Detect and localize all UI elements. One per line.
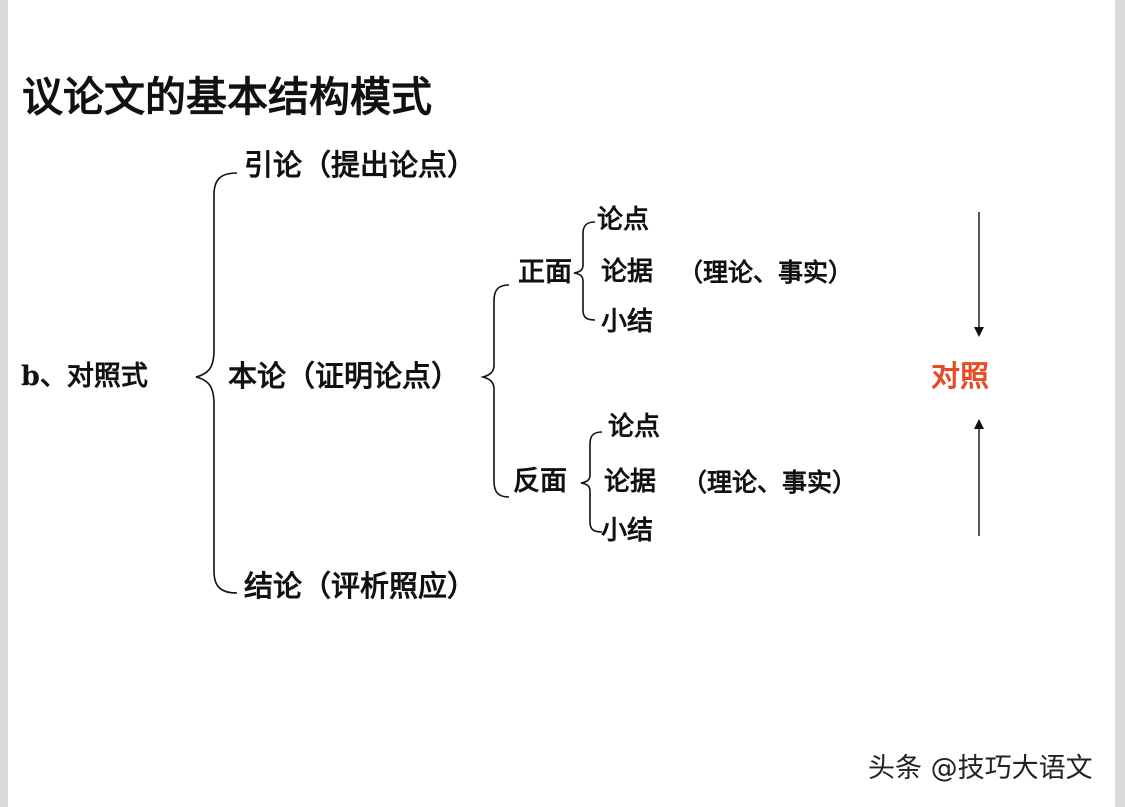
conclusion-label: 结论（评析照应） [244,569,477,603]
root-brace [195,172,238,594]
negative-evidence: 论据 [604,467,657,497]
negative-evidence-note: （理论、事实） [682,468,858,497]
diagram-lines [195,172,984,594]
watermark: 头条 @技巧大语文 [868,753,1093,784]
body-label: 本论（证明论点） [228,359,461,393]
negative-point: 论点 [608,412,661,442]
page-title: 议论文的基本结构模式 [22,73,432,121]
negative-label: 反面 [513,466,567,497]
contrast-label: 对照 [931,359,990,393]
negative-summary: 小结 [601,516,654,546]
positive-point: 论点 [597,205,650,235]
intro-label: 引论（提出论点） [244,148,477,182]
positive-summary: 小结 [601,307,654,337]
negative-brace [580,431,603,533]
positive-brace [573,221,596,321]
positive-evidence: 论据 [601,257,654,287]
body-brace [480,284,510,498]
positive-label: 正面 [518,257,572,288]
slide: 议论文的基本结构模式 b、对照式 引论（提出论点） 本论（证明论点） 结论（评析… [8,0,1115,807]
root-label: b、对照式 [21,361,148,392]
positive-evidence-note: （理论、事实） [678,258,854,287]
